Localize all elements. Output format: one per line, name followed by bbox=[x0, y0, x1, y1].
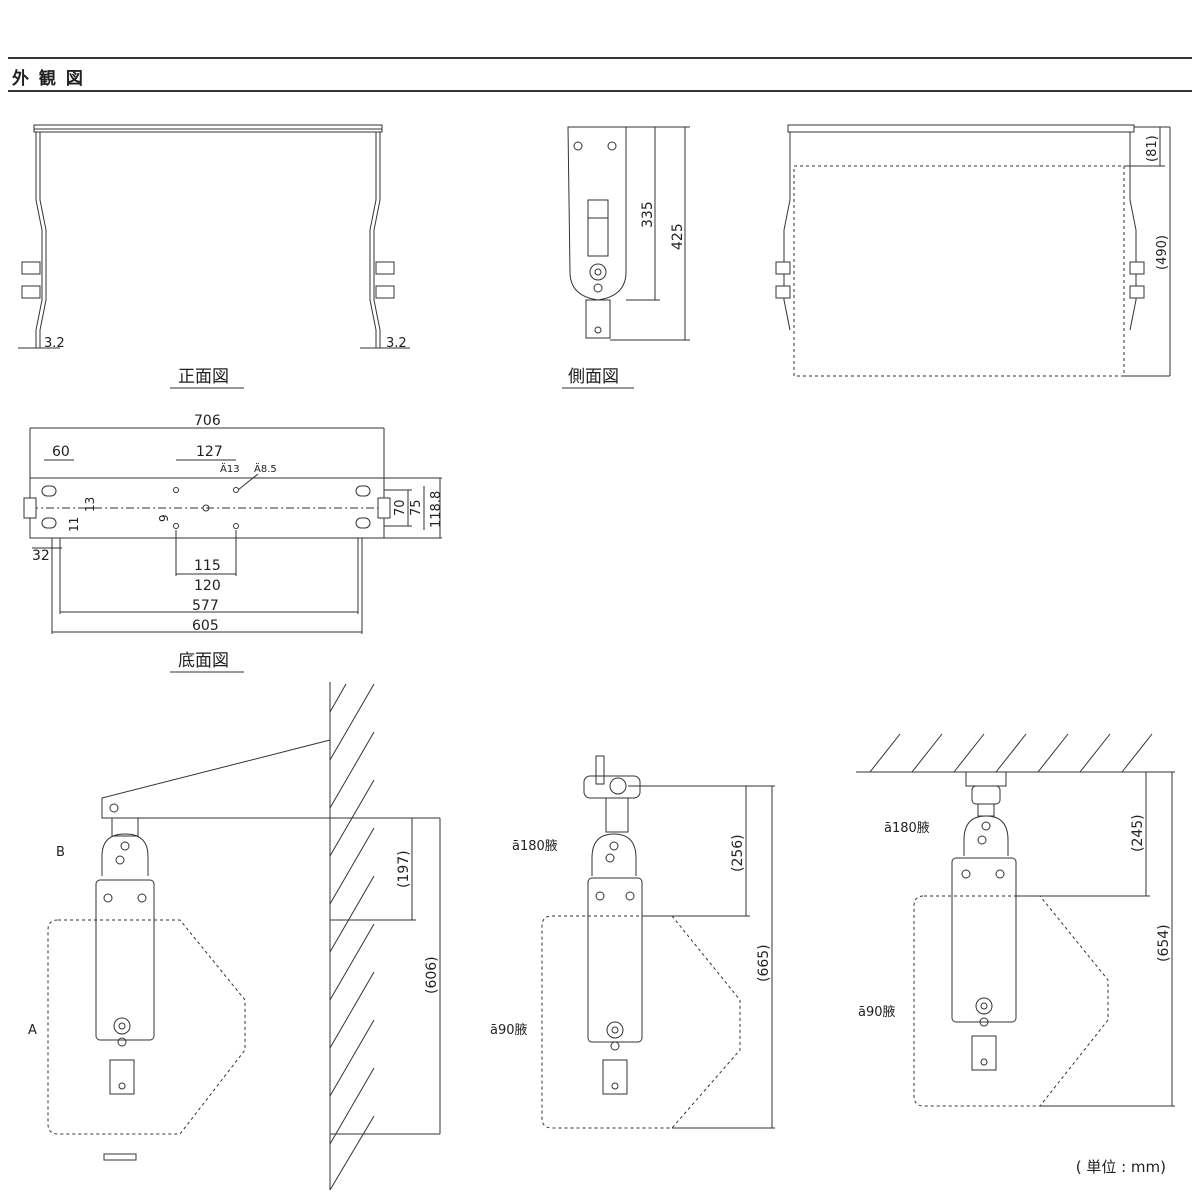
dim-ceiling-654: (654) bbox=[1156, 924, 1172, 962]
dim-bottom-9: 9 bbox=[157, 514, 171, 522]
dim-bottom-706: 706 bbox=[194, 413, 221, 429]
dim-bottom-1188: 118.8 bbox=[429, 491, 444, 528]
dim-pipe-665: (665) bbox=[756, 944, 772, 982]
label-ceiling-180: ā180腋 bbox=[884, 821, 930, 836]
dim-bottom-577: 577 bbox=[192, 598, 219, 614]
header-top-rule bbox=[8, 57, 1192, 59]
dim-wall-606: (606) bbox=[424, 956, 440, 994]
dim-ceiling-245: (245) bbox=[1130, 814, 1146, 852]
wall-mount-example: (197) (606) B A bbox=[28, 682, 441, 1191]
dim-side-335: 335 bbox=[640, 201, 656, 228]
side-view: 335 425 側面図 bbox=[562, 126, 690, 389]
view-label-front: 正面図 bbox=[178, 367, 229, 387]
label-pipe-90: ā90腋 bbox=[490, 1023, 528, 1038]
front-view: 3.2 3.2 正面図 bbox=[18, 124, 410, 389]
pipe-mount-example: (256) (665) ā180腋 ā90腋 bbox=[490, 755, 775, 1129]
unit-note: ( 単位 : mm) bbox=[1075, 1158, 1166, 1176]
dim-bottom-605: 605 bbox=[192, 618, 219, 634]
dim-right-490: (490) bbox=[1155, 235, 1170, 270]
label-wall-B: B bbox=[56, 845, 65, 860]
dim-bottom-120: 120 bbox=[194, 578, 221, 594]
bottom-view: 706 60 127 Ä13 Ä8.5 13 9 11 70 75 118.8 … bbox=[23, 413, 444, 673]
label-pipe-180: ā180腋 bbox=[512, 839, 558, 854]
dim-bottom-phi13: Ä13 bbox=[220, 462, 240, 475]
dim-right-81: (81) bbox=[1145, 135, 1160, 162]
dim-bottom-75: 75 bbox=[409, 499, 424, 516]
dim-bottom-13: 13 bbox=[83, 497, 97, 512]
dim-pipe-256: (256) bbox=[730, 834, 746, 872]
header-bottom-rule bbox=[8, 90, 1192, 92]
right-front-view: (81) (490) bbox=[775, 124, 1171, 377]
dim-bottom-70: 70 bbox=[393, 499, 408, 516]
dim-bottom-32: 32 bbox=[32, 548, 50, 564]
dim-front-right: 3.2 bbox=[386, 336, 407, 351]
section-title: 外 観 図 bbox=[12, 69, 85, 89]
ceiling-mount-example: (245) (654) ā180腋 ā90腋 bbox=[856, 733, 1175, 1107]
dim-bottom-127: 127 bbox=[196, 444, 223, 460]
dim-bottom-11: 11 bbox=[67, 517, 81, 532]
dim-bottom-phi85: Ä8.5 bbox=[254, 462, 277, 475]
label-ceiling-90: ā90腋 bbox=[858, 1005, 896, 1020]
view-label-bottom: 底面図 bbox=[178, 651, 229, 671]
dim-bottom-115: 115 bbox=[194, 558, 221, 574]
view-label-side: 側面図 bbox=[568, 367, 619, 387]
label-wall-A: A bbox=[28, 1023, 37, 1038]
dim-bottom-60: 60 bbox=[52, 444, 70, 460]
dim-front-left: 3.2 bbox=[44, 336, 65, 351]
dim-side-425: 425 bbox=[670, 223, 686, 250]
dim-wall-197: (197) bbox=[396, 850, 412, 888]
